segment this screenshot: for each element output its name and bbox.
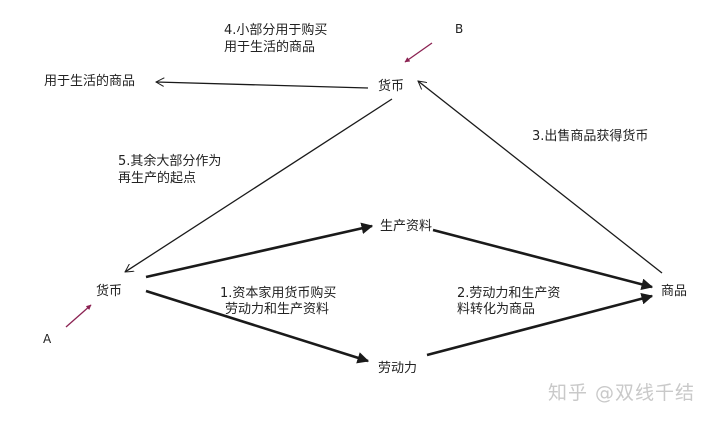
step-2-line-1: 2.劳动力和生产资	[457, 286, 561, 301]
step-4-line-2: 用于生活的商品	[224, 40, 316, 55]
arrow-money-to-labor	[145, 289, 370, 364]
pointer-arrow-a	[65, 304, 92, 328]
arrow-means-to-commodity	[432, 228, 654, 291]
node-means-of-production: 生产资料	[380, 219, 433, 234]
watermark: 知乎 @双线千结	[548, 382, 696, 404]
node-money-a: 货币	[96, 284, 123, 299]
step-1-line-2: 劳动力和生产资料	[225, 302, 330, 317]
step-2-line-2: 料转化为商品	[457, 302, 536, 317]
node-consumer-goods: 用于生活的商品	[44, 74, 136, 89]
step-1-line-1: 1.资本家用货币购买	[220, 286, 337, 301]
node-labor: 劳动力	[378, 361, 418, 376]
point-a-label: A	[43, 332, 52, 346]
arrow-labor-to-commodity	[426, 293, 654, 357]
pointer-arrow-b	[404, 42, 433, 63]
point-b-label: B	[455, 22, 464, 36]
step-3-label: 3.出售商品获得货币	[532, 129, 649, 144]
step-5-line-2: 再生产的起点	[118, 171, 197, 186]
arrow-commodity-to-money	[418, 81, 663, 274]
node-money-b: 货币	[378, 79, 405, 94]
step-4-line-1: 4.小部分用于购买	[224, 23, 328, 38]
arrow-money-to-means	[145, 222, 374, 279]
step-5-line-1: 5.其余大部分作为	[118, 154, 222, 169]
node-commodity: 商品	[661, 284, 688, 299]
arrow-money-to-reproduction	[125, 98, 393, 272]
arrow-money-to-consumer-goods	[156, 82, 369, 89]
